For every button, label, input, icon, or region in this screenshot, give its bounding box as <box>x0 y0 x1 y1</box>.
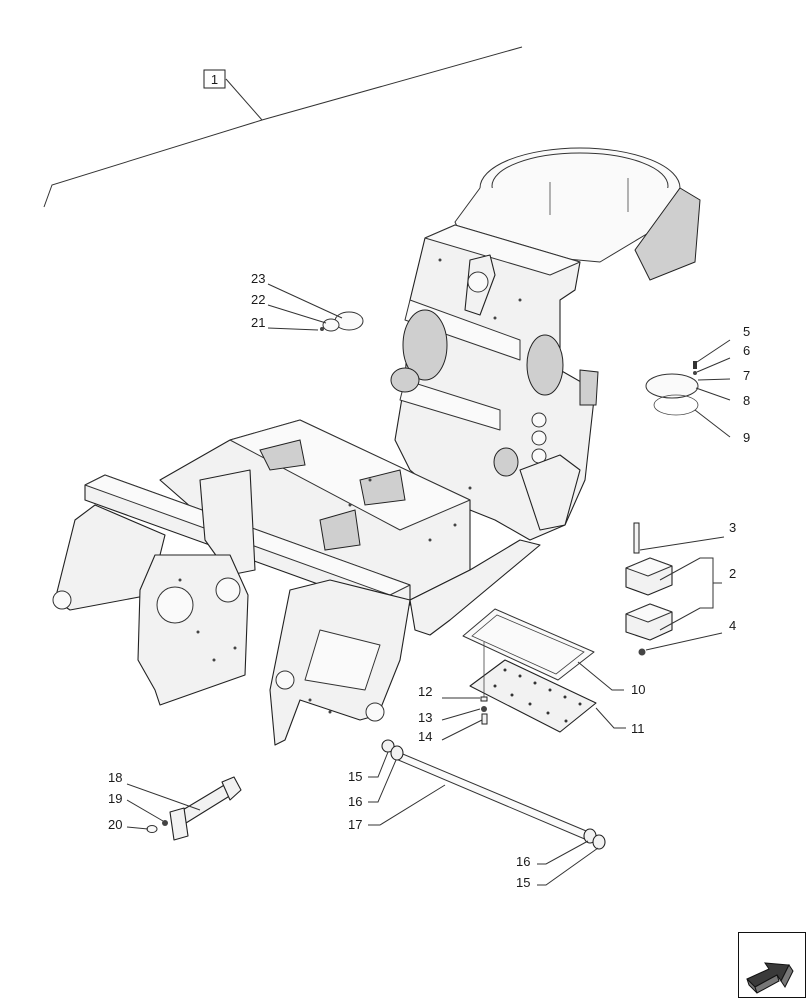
callout-11: 11 <box>631 721 645 736</box>
callout-16-lower: 16 <box>516 854 530 869</box>
callout-20: 20 <box>108 817 122 832</box>
next-page-button[interactable] <box>738 932 806 998</box>
callout-4: 4 <box>729 618 736 633</box>
callout-3: 3 <box>729 520 736 535</box>
tie-rod-group: 15 16 17 16 15 <box>348 739 606 890</box>
callout-10: 10 <box>631 682 645 697</box>
callout-22: 22 <box>251 292 265 307</box>
inspection-cover-group: 5 6 7 8 9 <box>645 324 750 445</box>
callout-18: 18 <box>108 770 122 785</box>
cover-plate-group: 23 22 21 <box>251 271 364 332</box>
callout-14: 14 <box>418 729 432 744</box>
callout-17: 17 <box>348 817 362 832</box>
plate-gasket-group: 12 13 14 10 11 <box>418 608 645 744</box>
support-bracket-group: 18 19 20 <box>108 770 242 841</box>
callout-21: 21 <box>251 315 265 330</box>
next-page-arrow-icon <box>746 962 794 994</box>
chassis-frame <box>52 147 701 746</box>
callout-6: 6 <box>743 343 750 358</box>
callout-9: 9 <box>743 430 750 445</box>
callout-2: 2 <box>729 566 736 581</box>
assembly-callout: 1 <box>43 46 523 208</box>
callout-15-upper: 15 <box>348 769 362 784</box>
callout-7: 7 <box>743 368 750 383</box>
callout-23: 23 <box>251 271 265 286</box>
bearing-clamp-group: 3 2 4 <box>625 520 736 656</box>
callout-19: 19 <box>108 791 122 806</box>
callout-8: 8 <box>743 393 750 408</box>
callout-5: 5 <box>743 324 750 339</box>
callout-12: 12 <box>418 684 432 699</box>
callout-13: 13 <box>418 710 432 725</box>
assembly-number: 1 <box>211 72 218 87</box>
callout-15-lower: 15 <box>516 875 530 890</box>
callout-16-upper: 16 <box>348 794 362 809</box>
